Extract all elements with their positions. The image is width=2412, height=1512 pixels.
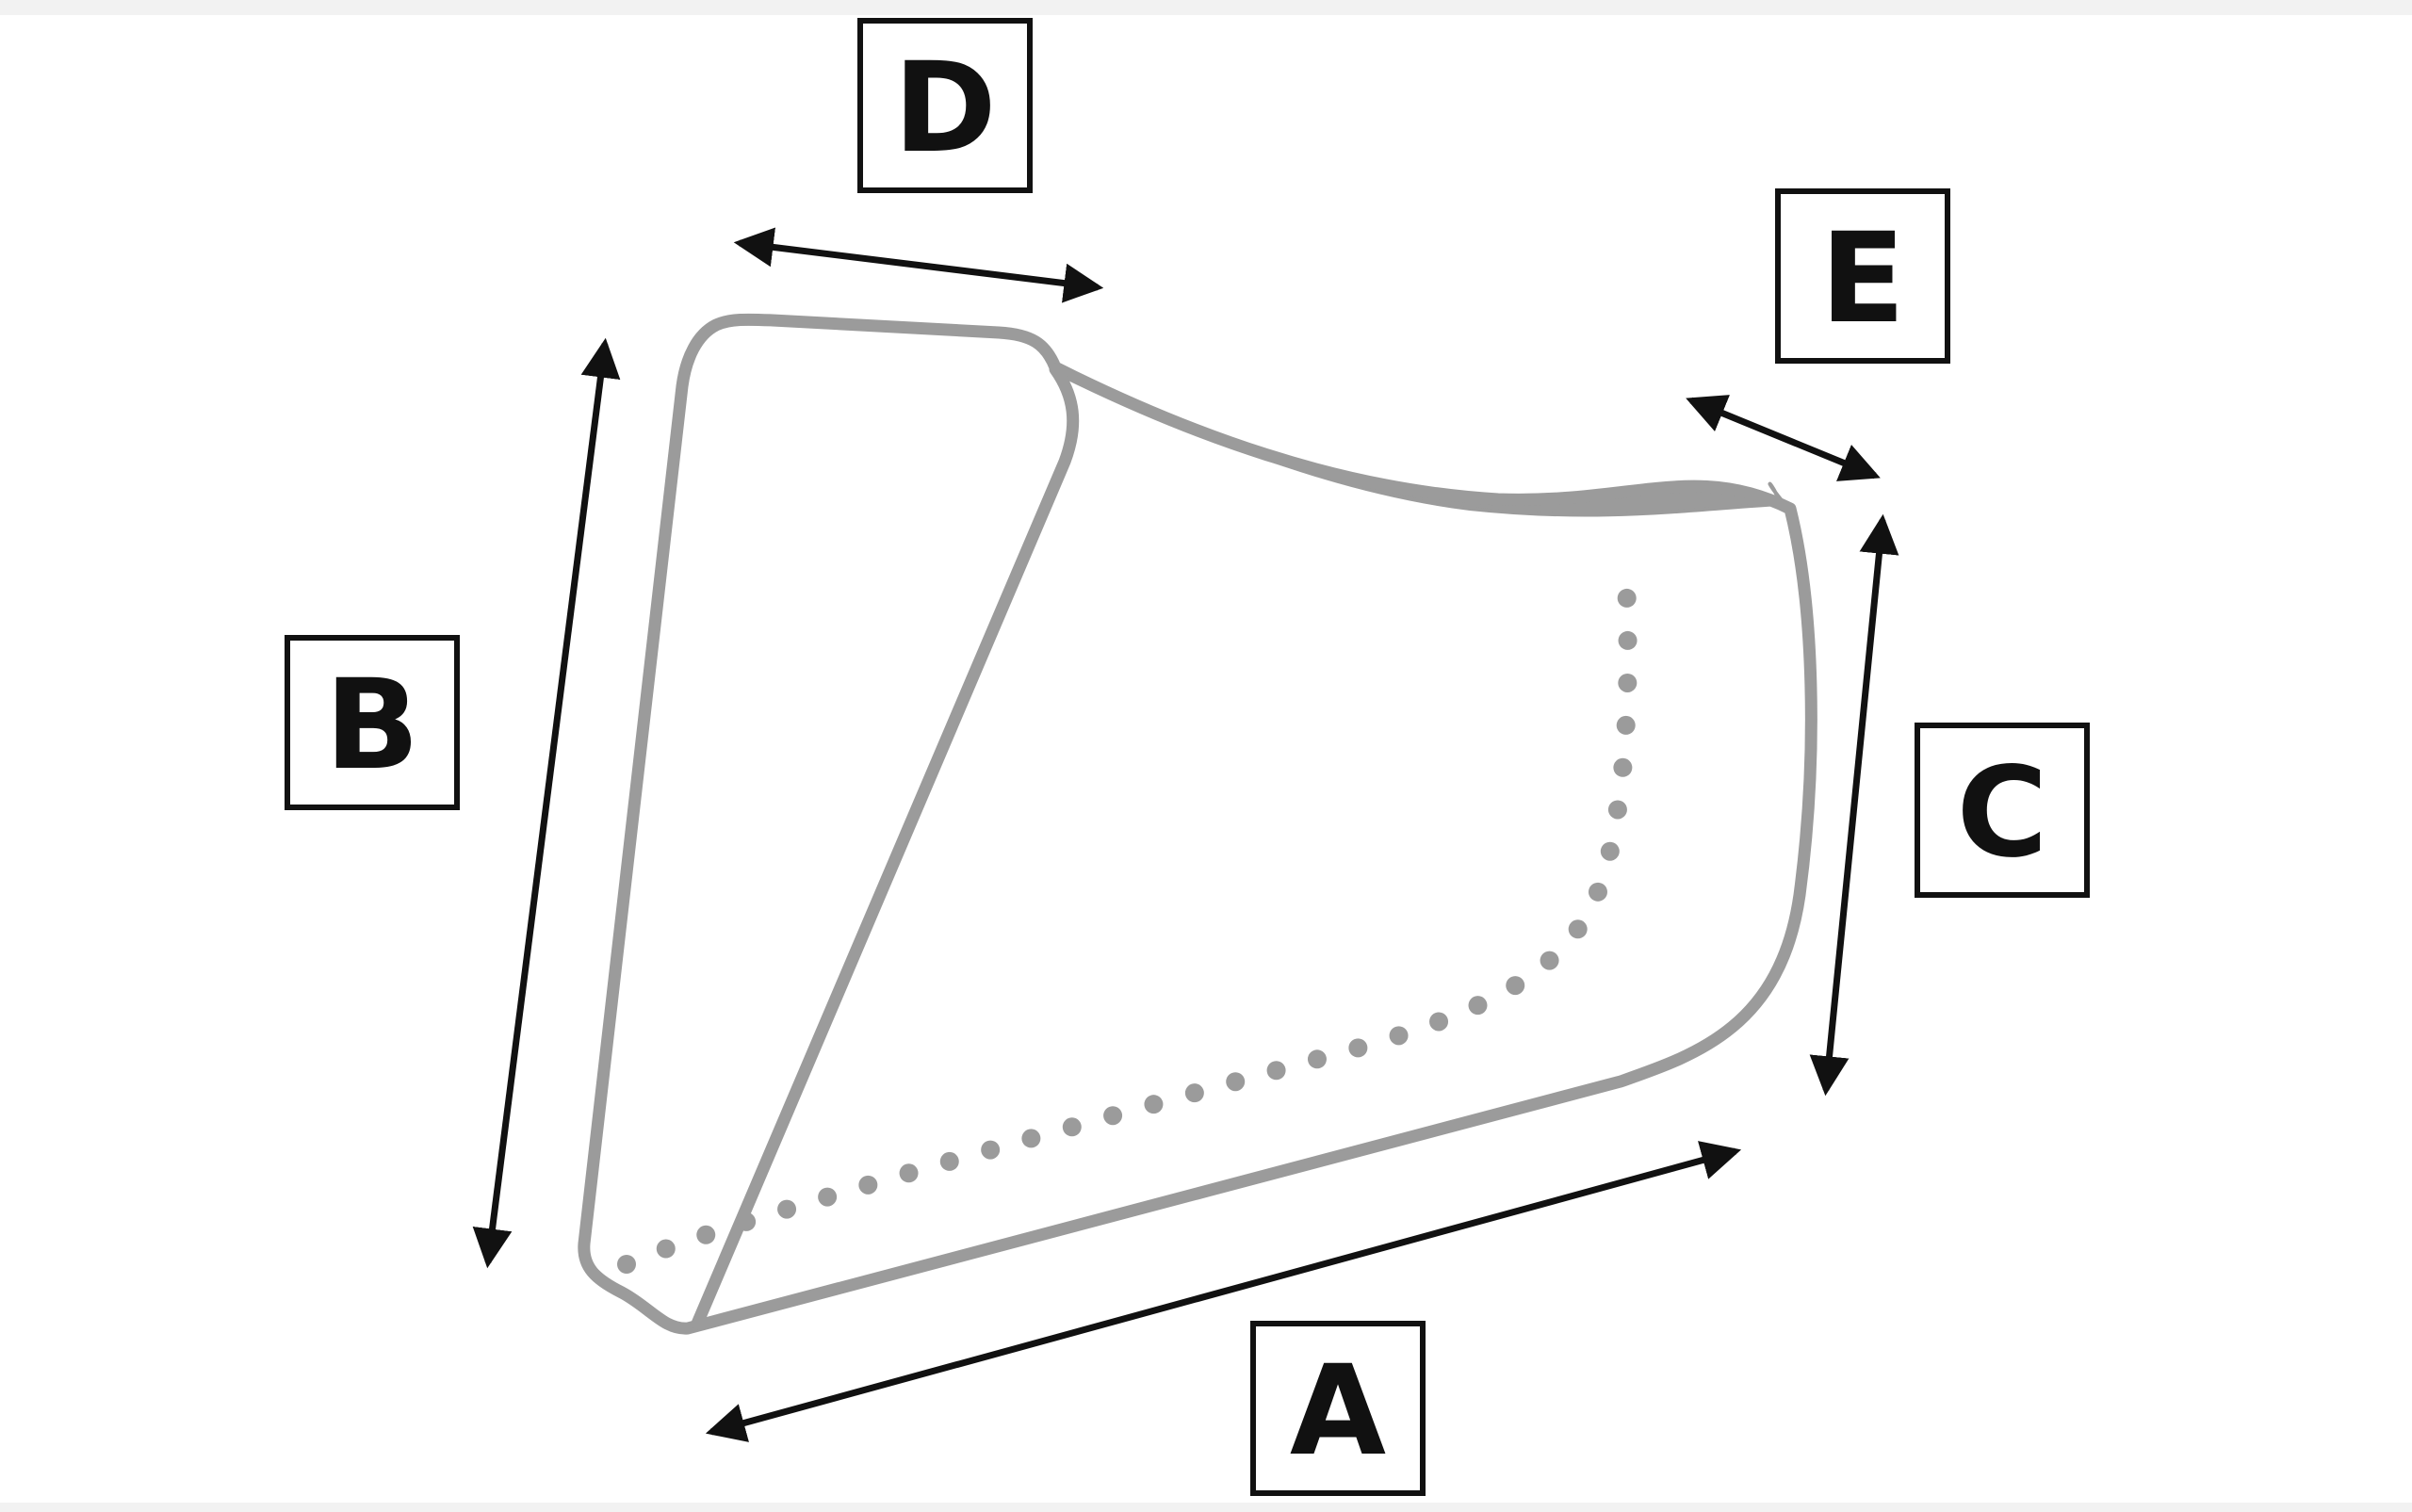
dimension-arrow-e bbox=[1686, 395, 1881, 481]
dimension-arrow-a bbox=[705, 1141, 1742, 1442]
label-a: A bbox=[1250, 1321, 1426, 1496]
label-b: B bbox=[285, 635, 460, 810]
label-d-text: D bbox=[893, 36, 997, 181]
label-c-text: C bbox=[1957, 740, 2048, 886]
label-e: E bbox=[1775, 188, 1950, 364]
hidden-edge-dotted bbox=[617, 546, 1638, 1274]
label-a-text: A bbox=[1290, 1339, 1386, 1484]
side-panel-edge bbox=[691, 363, 1080, 1330]
label-b-text: B bbox=[325, 653, 420, 798]
label-c: C bbox=[1915, 723, 2090, 898]
label-d: D bbox=[857, 18, 1033, 193]
dimension-arrow-c bbox=[1809, 513, 1899, 1097]
label-e-text: E bbox=[1820, 206, 1905, 351]
dimension-arrow-b bbox=[472, 337, 621, 1269]
top-border bbox=[0, 0, 2412, 15]
outer-outline bbox=[578, 313, 1817, 1335]
dimension-arrow-d bbox=[733, 227, 1104, 303]
cover-shape bbox=[578, 313, 1817, 1335]
bottom-border bbox=[0, 1503, 2412, 1512]
